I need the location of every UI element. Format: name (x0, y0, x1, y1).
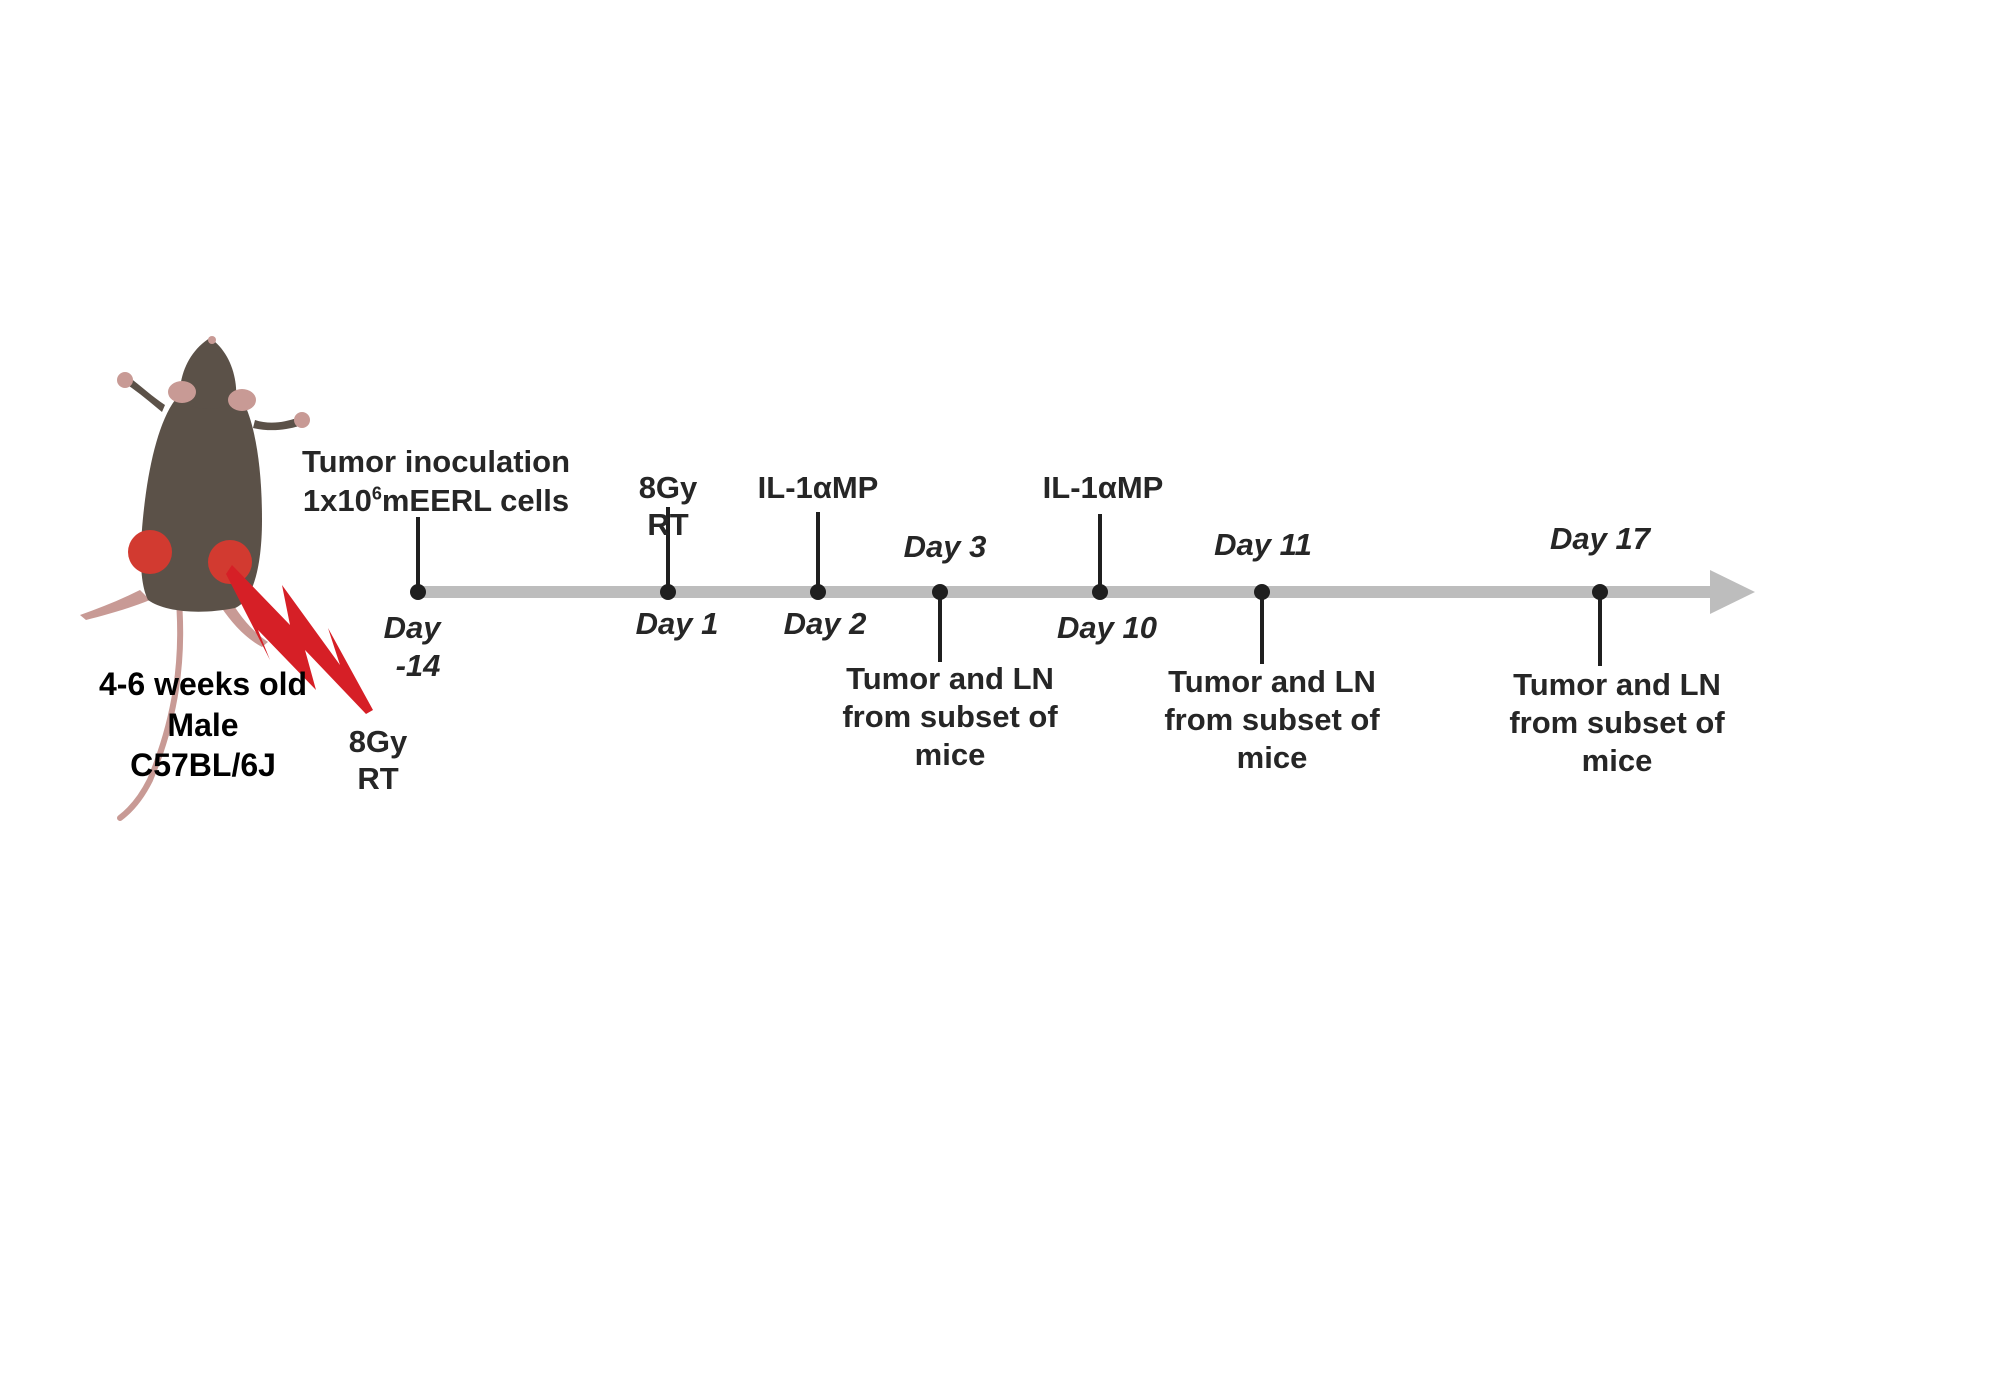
inoculation-title: Tumor inoculation (301, 444, 571, 479)
timeline-markers (410, 507, 1608, 666)
day1-rt-unit-label: RT (647, 507, 689, 542)
mouse-right-arm (253, 418, 299, 431)
mouse-left-paw (117, 372, 133, 388)
inoculation-cells-exponent: 6 (371, 483, 382, 504)
day11-marker-dot (1254, 584, 1270, 600)
day3-label: Day 3 (903, 529, 987, 564)
mouse-illustration (80, 336, 373, 821)
inoculation-cells-prefix: 1x10 (302, 483, 372, 518)
side-rt-unit-label: RT (357, 761, 399, 796)
day-minus14-marker-dot (410, 584, 426, 600)
day3-harvest-line2: from subset of (842, 699, 1058, 734)
day17-marker-dot (1592, 584, 1608, 600)
day10-marker-dot (1092, 584, 1108, 600)
day11-harvest-line1: Tumor and LN (1168, 664, 1376, 699)
day-minus14-label-line1: Day (383, 610, 441, 645)
day17-harvest-line3: mice (1581, 743, 1653, 778)
mouse-sex-label: Male (167, 707, 239, 743)
inoculation-cells-suffix: mEERL cells (381, 483, 570, 518)
mouse-left-ear (168, 381, 196, 403)
tumor-right-icon (208, 540, 252, 584)
inoculation-cells: 1x106mEERL cells (303, 482, 569, 520)
day11-label: Day 11 (1214, 527, 1312, 562)
mouse-left-hind-foot (80, 590, 150, 620)
mouse-age-label: 4-6 weeks old (98, 666, 308, 702)
day1-marker-dot (660, 584, 676, 600)
day11-harvest-line2: from subset of (1164, 702, 1380, 737)
day1-rt-dose-label: 8Gy (638, 470, 698, 505)
mouse-right-paw (294, 412, 310, 428)
day1-label: Day 1 (635, 606, 719, 641)
day2-treatment-label: IL-1αMP (757, 470, 879, 505)
timeline-arrowhead (1710, 570, 1755, 614)
mouse-tail (117, 587, 184, 821)
side-rt-dose-label: 8Gy (348, 724, 408, 759)
day17-harvest-line2: from subset of (1509, 705, 1725, 740)
mouse-right-ear (228, 389, 256, 411)
day17-harvest-line1: Tumor and LN (1513, 667, 1721, 702)
mouse-strain-label: C57BL/6J (130, 747, 276, 783)
day3-marker-dot (932, 584, 948, 600)
radiation-bolt-icon (226, 565, 373, 714)
mouse-nose (208, 336, 216, 344)
day10-treatment-label: IL-1αMP (1042, 470, 1164, 505)
day-minus14-label-line2: -14 (395, 648, 441, 683)
day17-label: Day 17 (1550, 521, 1650, 556)
mouse-left-arm (126, 378, 165, 412)
day10-label: Day 10 (1057, 610, 1157, 645)
day11-harvest-line3: mice (1236, 740, 1308, 775)
tumor-left-icon (128, 530, 172, 574)
day3-harvest-line1: Tumor and LN (846, 661, 1054, 696)
day2-marker-dot (810, 584, 826, 600)
day3-harvest-line3: mice (914, 737, 986, 772)
day2-label: Day 2 (783, 606, 867, 641)
